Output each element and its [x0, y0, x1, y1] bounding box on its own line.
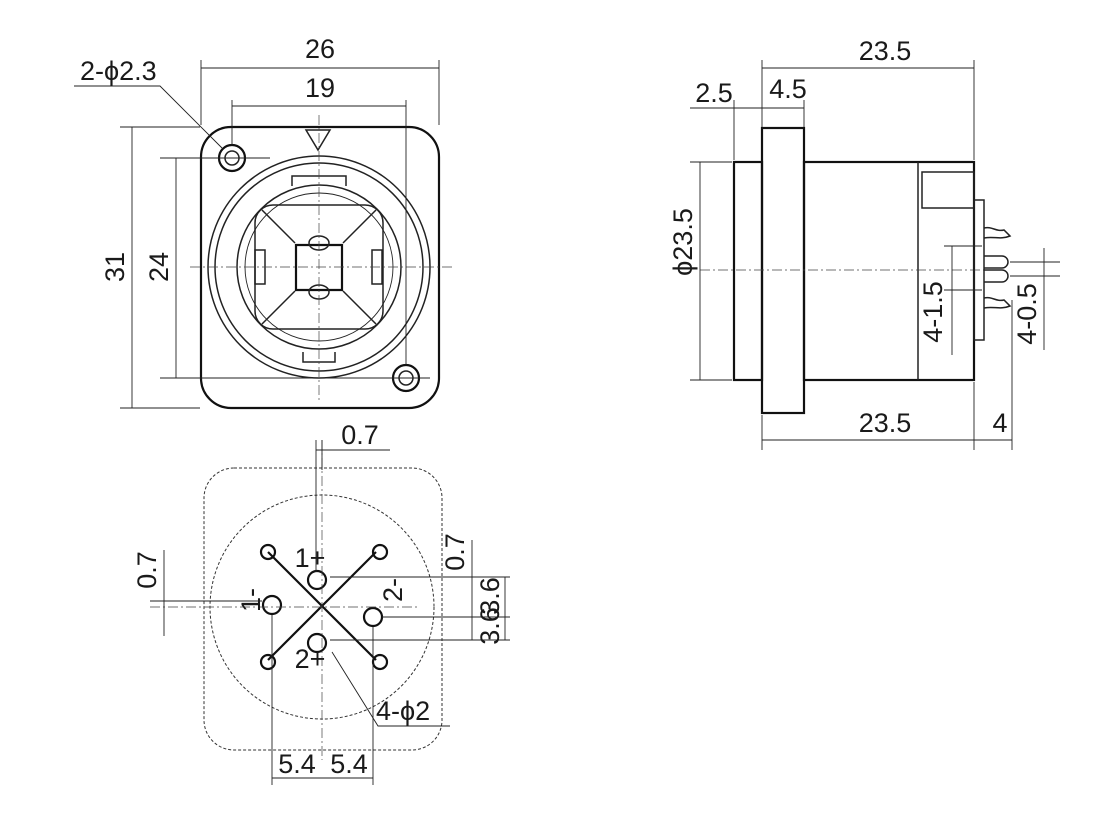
front-center-contact	[294, 243, 344, 292]
side-front-body	[732, 160, 764, 382]
dim-pin-length: 4	[992, 408, 1007, 438]
dim-flange-front: 2.5	[695, 78, 733, 108]
dim-height-outer: 31	[100, 252, 130, 282]
front-flange	[199, 125, 441, 410]
dim-total-top: 23.5	[859, 36, 912, 66]
side-flange	[760, 126, 806, 415]
front-spoke	[261, 209, 296, 244]
dim-width-outer: 26	[305, 34, 335, 64]
front-view: 26 19 2-ϕ2.3 31 24	[74, 34, 455, 410]
pin-hole-2-plus	[306, 632, 328, 654]
dim-offset-left: 0.7	[132, 551, 162, 589]
dim-upper: 3.6	[475, 577, 505, 615]
dim-spacing-left: 5.4	[278, 749, 316, 779]
side-pin-lower	[983, 296, 1012, 309]
dim-pins-thickness: 4-0.5	[1012, 283, 1042, 345]
dim-offset-right: 0.7	[440, 533, 470, 571]
dim-width-holes: 19	[305, 73, 335, 103]
side-pin-upper	[983, 226, 1012, 239]
pin-label-2-minus: 2-	[378, 578, 408, 602]
dim-pin-holes: 4-ϕ2	[376, 696, 430, 726]
dim-diameter: ϕ23.5	[668, 208, 698, 276]
pcb-x-end	[371, 543, 389, 561]
pin-hole-2-minus	[362, 606, 384, 628]
side-latch	[921, 171, 975, 209]
front-spoke	[342, 209, 377, 244]
pcb-outline	[203, 467, 443, 751]
side-pin-mid-1	[984, 255, 1009, 269]
dim-offset-top: 0.7	[341, 420, 379, 450]
triangle-marker-icon	[304, 129, 332, 152]
dim-body-bottom: 23.5	[859, 408, 912, 438]
pin-hole-1-plus	[306, 569, 328, 591]
pin-label-1-plus: 1+	[295, 543, 326, 573]
pin-label-2-plus: 2+	[295, 644, 326, 674]
dim-height-holes: 24	[144, 252, 174, 282]
dim-spacing-right: 5.4	[330, 749, 368, 779]
side-rear-body	[802, 160, 976, 382]
dim-flange-thickness: 4.5	[769, 74, 807, 104]
dim-pins-width: 4-1.5	[918, 281, 948, 343]
side-view: 23.5 2.5 4.5 ϕ23.5 23.5 4 4-1.5 4-0.5	[668, 36, 1060, 450]
pin-label-1-minus: 1-	[236, 588, 266, 612]
pcb-x-end	[371, 653, 389, 671]
front-spoke	[342, 290, 377, 325]
pcb-view: 1+ 2+ 1- 2- 0.7 0.7 0.7 3.6 3.6 4-ϕ2 5.4…	[132, 420, 510, 785]
dim-lower: 3.6	[475, 607, 505, 645]
side-pin-mid-2	[984, 269, 1009, 283]
pcb-x-end	[259, 543, 277, 561]
pin-hole-1-minus	[261, 594, 283, 616]
pcb-x-end	[259, 653, 277, 671]
front-spoke	[261, 290, 296, 325]
dim-mount-holes: 2-ϕ2.3	[80, 56, 157, 86]
